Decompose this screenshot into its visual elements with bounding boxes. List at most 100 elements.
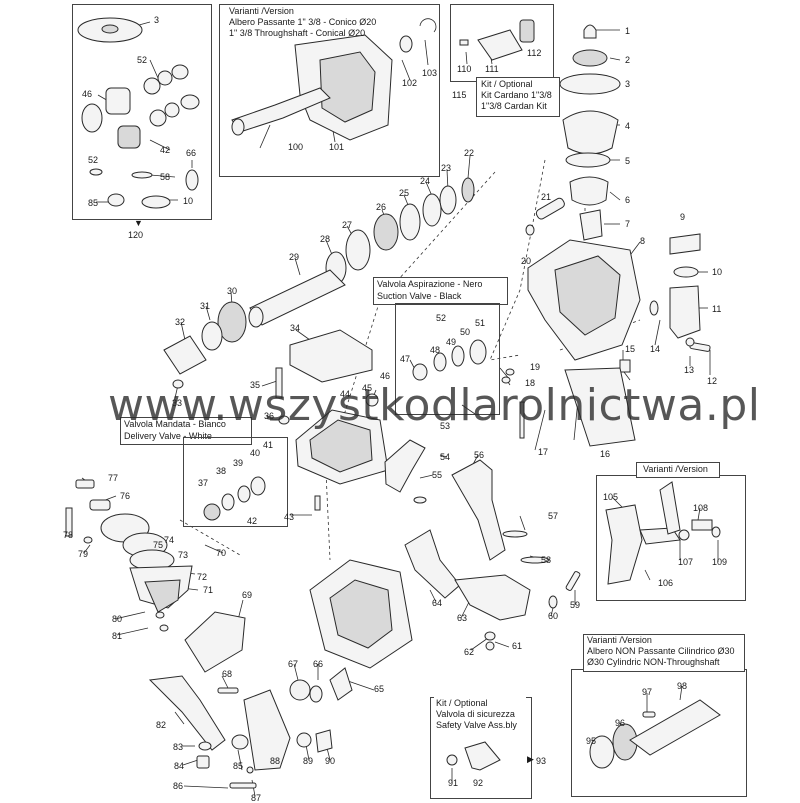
part-number-30: 30 [227, 286, 238, 296]
through-shaft-caption-2: Albero Passante 1" 3/8 - Conico Ø20 [229, 17, 377, 27]
part-number-20: 20 [521, 256, 532, 266]
cylindric-shaft-caption-3: Ø30 Cylindric NON-Throughshaft [587, 657, 720, 667]
cylinder-stack-parts [501, 24, 711, 447]
part-number-72: 72 [197, 572, 208, 582]
part-number-27: 27 [342, 220, 353, 230]
part-number-80: 80 [112, 614, 123, 624]
part-number-29: 29 [289, 252, 300, 262]
part-number-40: 40 [250, 448, 261, 458]
part-number-96: 96 [615, 718, 626, 728]
part-number-53: 53 [440, 421, 451, 431]
suction-valve-label-frame [373, 277, 508, 305]
part-number-46: 46 [82, 89, 93, 99]
part-number-41: 41 [263, 440, 274, 450]
cylindric-shaft-parts [589, 699, 721, 769]
cardan-kit-caption-3: 1"3/8 Cardan Kit [481, 101, 547, 111]
cardan-kit-caption-2: Kit Cardano 1"3/8 [481, 90, 552, 100]
watermark: www.wszystkodlarolnictwa.pl [108, 380, 761, 431]
kit-120-frame [72, 4, 212, 220]
part-number-58: 58 [541, 555, 552, 565]
part-number-52: 52 [137, 55, 148, 65]
part-number-52: 52 [88, 155, 99, 165]
part-number-17: 17 [538, 447, 549, 457]
delivery-valve-label-frame [120, 417, 252, 445]
cylindric-shaft-frame [571, 669, 747, 797]
part-number-68: 68 [222, 669, 233, 679]
part-number-11: 11 [712, 304, 722, 314]
kit-115-ref: 115 [452, 90, 467, 100]
part-number-84: 84 [174, 761, 185, 771]
part-number-79: 79 [78, 549, 89, 559]
part-number-33: 33 [172, 398, 183, 408]
part-number-59: 59 [570, 600, 581, 610]
part-number-71: 71 [203, 585, 214, 595]
kit-120-parts [77, 17, 200, 209]
part-number-22: 22 [464, 148, 475, 158]
version-right-parts [605, 481, 721, 585]
part-number-52: 52 [436, 313, 447, 323]
part-number-13: 13 [684, 365, 695, 375]
part-number-57: 57 [548, 511, 559, 521]
part-number-60: 60 [548, 611, 559, 621]
safety-valve-caption-1: Kit / Optional [436, 698, 488, 708]
part-number-108: 108 [693, 503, 709, 513]
version-right-label-frame [636, 462, 720, 478]
part-number-54: 54 [440, 452, 451, 462]
kit-120-ref: 120 [128, 230, 144, 240]
part-number-75: 75 [153, 540, 164, 550]
part-number-3: 3 [154, 15, 160, 25]
part-number-87: 87 [251, 793, 262, 803]
part-number-19: 19 [530, 362, 541, 372]
part-number-97: 97 [642, 687, 653, 697]
part-number-24: 24 [420, 176, 431, 186]
part-number-66: 66 [186, 148, 197, 158]
part-number-69: 69 [242, 590, 253, 600]
part-number-106: 106 [658, 578, 674, 588]
part-number-55: 55 [432, 470, 443, 480]
part-number-85: 85 [88, 198, 99, 208]
part-number-95: 95 [586, 736, 597, 746]
part-number-49: 49 [446, 337, 457, 347]
part-number-23: 23 [441, 163, 452, 173]
part-number-28: 28 [320, 234, 331, 244]
version-right-caption: Varianti /Version [643, 464, 708, 474]
part-number-110: 110 [457, 64, 472, 74]
part-number-35: 35 [250, 380, 261, 390]
part-number-51: 51 [475, 318, 486, 328]
part-number-81: 81 [112, 631, 123, 641]
main-shaft-parts [163, 177, 475, 389]
part-number-103: 103 [422, 68, 438, 78]
part-number-111: 111 [485, 64, 499, 74]
part-number-73: 73 [178, 550, 189, 560]
part-number-8: 8 [640, 236, 646, 246]
part-number-77: 77 [108, 473, 119, 483]
part-number-16: 16 [600, 449, 611, 459]
part-number-12: 12 [707, 376, 718, 386]
cylindric-shaft-label-frame [583, 634, 745, 672]
manifold-parts [309, 439, 581, 669]
part-number-21: 21 [541, 192, 552, 202]
part-number-25: 25 [399, 188, 410, 198]
part-number-105: 105 [603, 492, 619, 502]
part-number-83: 83 [173, 742, 184, 752]
part-number-14: 14 [650, 344, 661, 354]
part-number-34: 34 [290, 323, 301, 333]
kit-93-ref: 93 [536, 756, 547, 766]
part-number-32: 32 [175, 317, 186, 327]
part-number-63: 63 [457, 613, 468, 623]
part-number-109: 109 [712, 557, 728, 567]
part-number-58: 58 [160, 172, 171, 182]
part-number-3: 3 [625, 79, 631, 89]
part-number-112: 112 [527, 48, 542, 58]
part-number-70: 70 [216, 548, 227, 558]
part-number-90: 90 [325, 756, 336, 766]
kit-93-arrow: ▶ [527, 754, 534, 764]
cylindric-shaft-caption-2: Albero NON Passante Cilindrico Ø30 [587, 646, 735, 656]
part-number-45: 45 [362, 383, 373, 393]
part-number-76: 76 [120, 491, 131, 501]
part-number-6: 6 [625, 195, 631, 205]
part-number-82: 82 [156, 720, 167, 730]
part-number-86: 86 [173, 781, 184, 791]
part-number-37: 37 [198, 478, 209, 488]
